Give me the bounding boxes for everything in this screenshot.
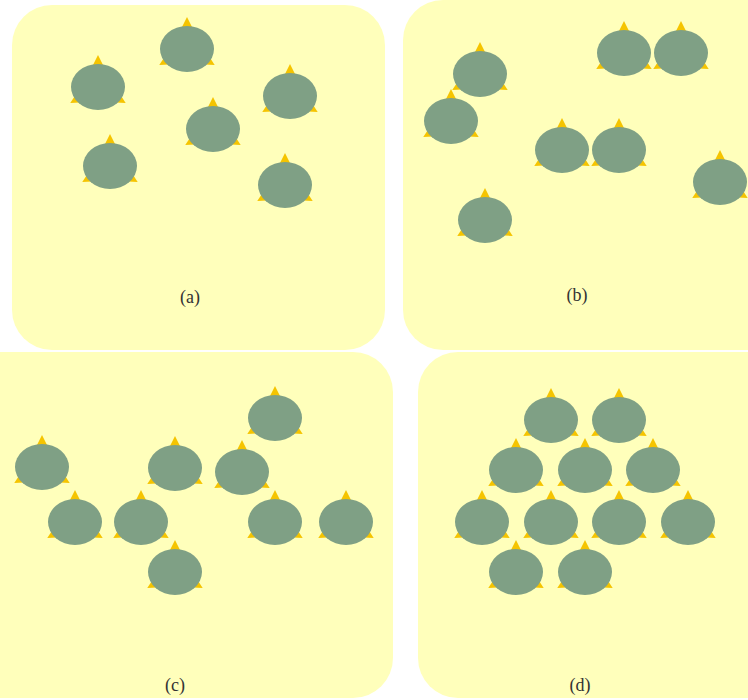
particle-body bbox=[83, 143, 137, 189]
particle-body bbox=[524, 397, 578, 443]
patchy-particle bbox=[485, 540, 547, 595]
particle-body bbox=[148, 549, 202, 595]
patchy-particle bbox=[182, 97, 244, 152]
particle-body bbox=[248, 395, 302, 441]
patchy-particle bbox=[254, 153, 316, 208]
label-holder: (d) bbox=[570, 675, 591, 696]
patchy-particle bbox=[689, 150, 748, 205]
patchy-particle bbox=[593, 21, 655, 76]
patchy-particle bbox=[79, 134, 141, 189]
particle-body bbox=[263, 73, 317, 119]
patchy-particle bbox=[451, 490, 513, 545]
particle-body bbox=[597, 30, 651, 76]
patchy-particle bbox=[144, 540, 206, 595]
patchy-particle bbox=[244, 490, 306, 545]
particle-body bbox=[160, 26, 214, 72]
particle-body bbox=[453, 51, 507, 97]
particle-body bbox=[661, 499, 715, 545]
patchy-particle bbox=[420, 89, 482, 144]
patchy-particle bbox=[211, 440, 273, 495]
particle-body bbox=[458, 197, 512, 243]
patchy-particle bbox=[485, 438, 547, 493]
patchy-particle bbox=[554, 438, 616, 493]
patchy-particle bbox=[657, 490, 719, 545]
patchy-particle bbox=[454, 188, 516, 243]
particle-body bbox=[71, 64, 125, 110]
patchy-particle bbox=[554, 540, 616, 595]
patchy-particle bbox=[588, 490, 650, 545]
particle-body bbox=[489, 447, 543, 493]
particle-body bbox=[654, 30, 708, 76]
particle-body bbox=[558, 549, 612, 595]
panel-label: (c) bbox=[165, 675, 185, 695]
patchy-particle bbox=[315, 490, 377, 545]
particle-body bbox=[15, 444, 69, 490]
particle-body bbox=[258, 162, 312, 208]
particle-body bbox=[248, 499, 302, 545]
patchy-particle bbox=[449, 42, 511, 97]
particle-body bbox=[535, 127, 589, 173]
particle-body bbox=[215, 449, 269, 495]
particle-body bbox=[592, 397, 646, 443]
patchy-particle bbox=[520, 388, 582, 443]
panel-label: (a) bbox=[180, 287, 200, 307]
patchy-particle bbox=[259, 64, 321, 119]
particle-body bbox=[186, 106, 240, 152]
particle-body bbox=[455, 499, 509, 545]
label-holder: (a) bbox=[180, 287, 200, 308]
patchy-particle bbox=[11, 435, 73, 490]
patchy-particle bbox=[156, 17, 218, 72]
particle-body bbox=[114, 499, 168, 545]
particle-body bbox=[592, 499, 646, 545]
patchy-particle bbox=[588, 388, 650, 443]
particle-body bbox=[489, 549, 543, 595]
particle-body bbox=[48, 499, 102, 545]
patchy-particle bbox=[650, 21, 712, 76]
particle-body bbox=[626, 447, 680, 493]
patchy-particle bbox=[531, 118, 593, 173]
panel-label: (d) bbox=[570, 675, 591, 695]
patchy-particle bbox=[110, 490, 172, 545]
patchy-particle bbox=[244, 386, 306, 441]
particle-body bbox=[592, 127, 646, 173]
particle-body bbox=[424, 98, 478, 144]
patchy-particle bbox=[520, 490, 582, 545]
label-holder: (c) bbox=[165, 675, 185, 696]
patchy-particle bbox=[67, 55, 129, 110]
particle-body bbox=[524, 499, 578, 545]
particle-body bbox=[558, 447, 612, 493]
patchy-particle bbox=[44, 490, 106, 545]
panel-label: (b) bbox=[567, 285, 588, 305]
particle-body bbox=[148, 445, 202, 491]
particle-body bbox=[319, 499, 373, 545]
label-holder: (b) bbox=[567, 285, 588, 306]
particle-body bbox=[693, 159, 747, 205]
patchy-particle bbox=[588, 118, 650, 173]
patchy-particle bbox=[144, 436, 206, 491]
patchy-particle bbox=[622, 438, 684, 493]
